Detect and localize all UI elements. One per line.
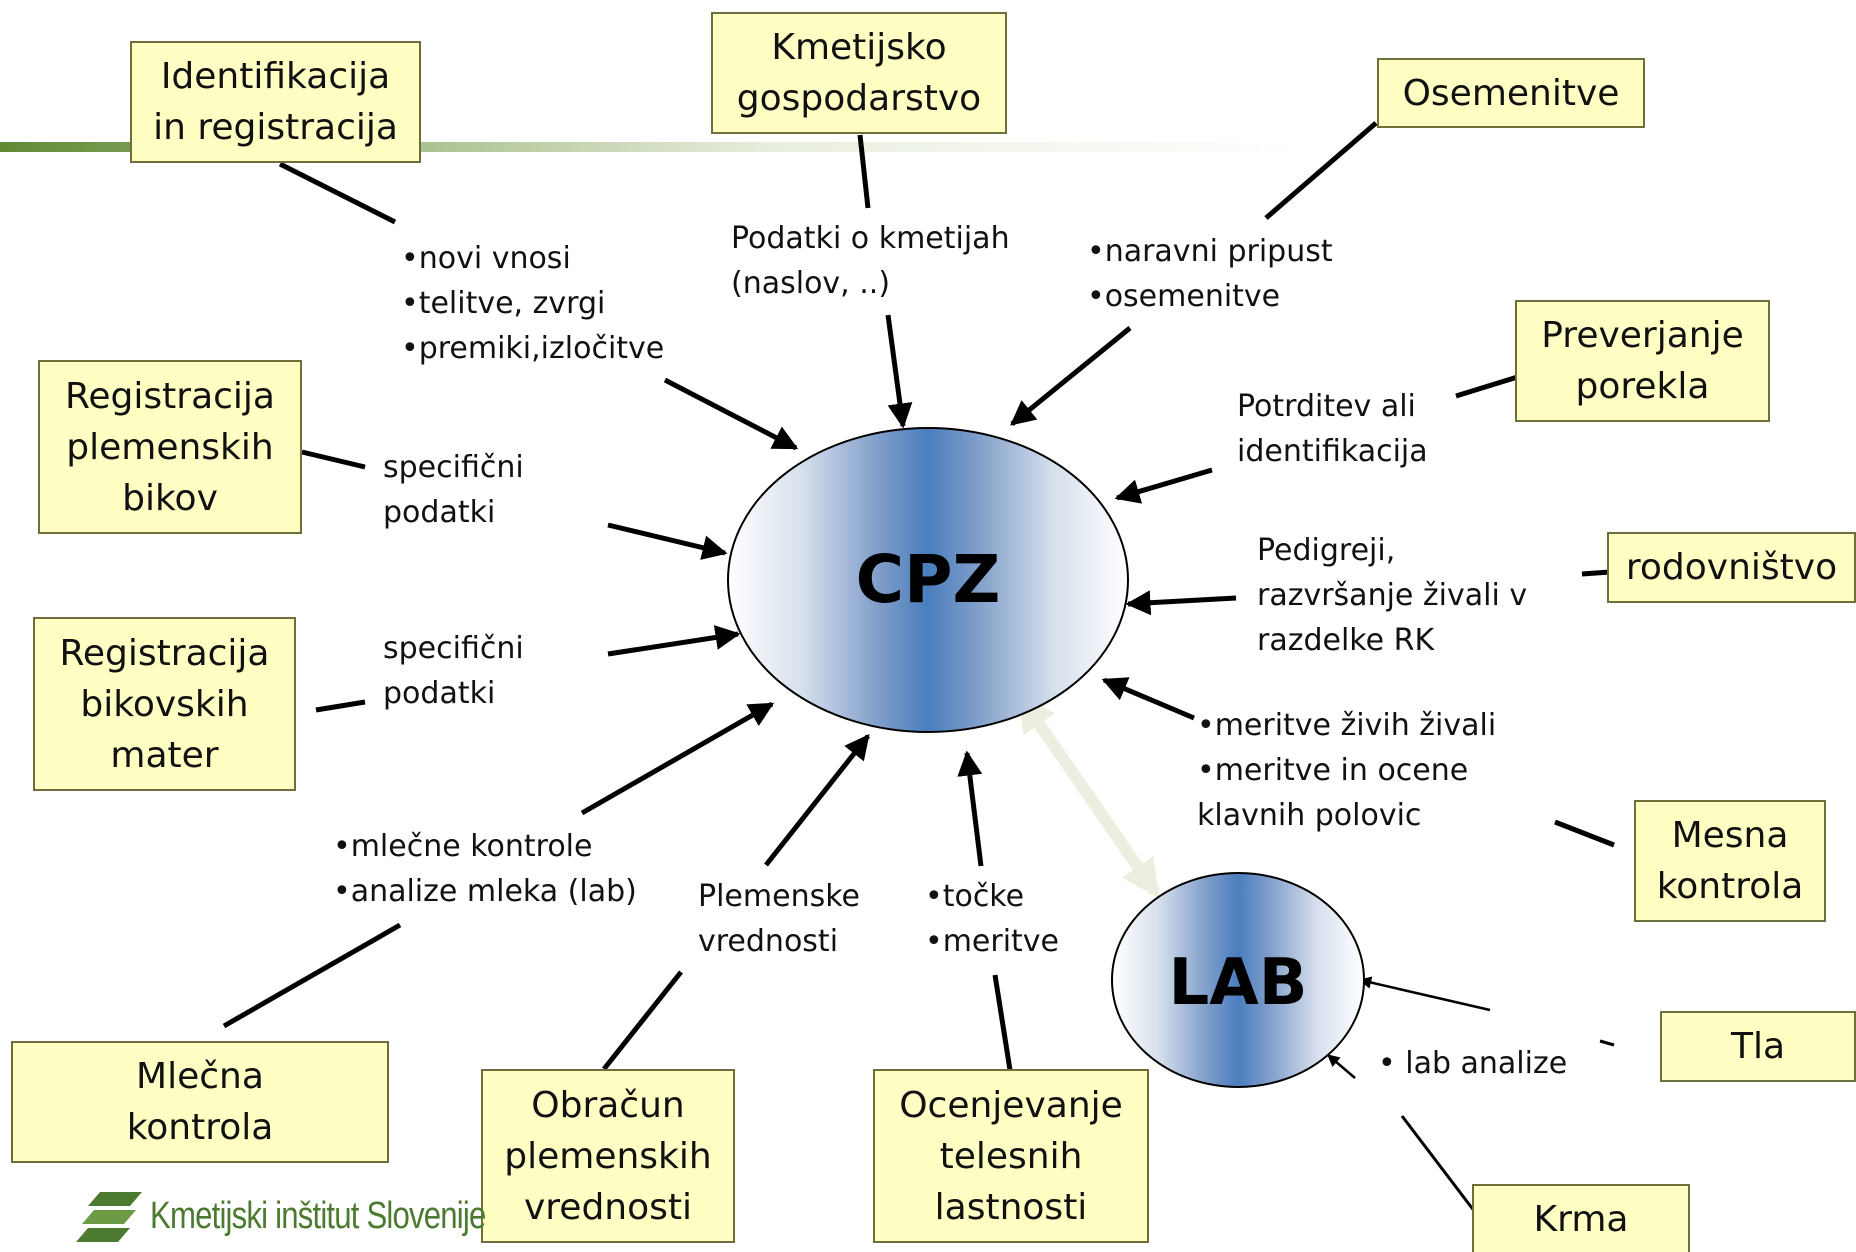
label-kmetije: Podatki o kmetijah (naslov, ..) — [731, 221, 1010, 301]
connector-line — [315, 699, 366, 713]
arrow-to-cpz — [885, 314, 913, 429]
cpz-oval — [727, 427, 1129, 733]
connector-line — [278, 161, 397, 225]
label-tocke: •točke •meritve — [925, 879, 1060, 959]
arrow-to-cpz — [764, 734, 870, 867]
arrow-to-cpz — [1010, 326, 1132, 426]
connector-line — [222, 922, 402, 1029]
arrow-to-cpz — [663, 377, 799, 451]
label-potrditev: Potrditev ali identifikacija — [1237, 389, 1428, 469]
label-specificni-1: specifični podatki — [383, 450, 524, 530]
label-vnosi: •novi vnosi •telitve, zvrgi •premiki,izl… — [401, 241, 665, 366]
arrow-to-cpz — [1114, 467, 1213, 504]
box-krma: Krma — [1472, 1184, 1690, 1252]
logo: Kmetijski inštitut Slovenije — [88, 1183, 559, 1249]
label-pripust: •naravni pripust •osemenitve — [1087, 234, 1333, 314]
arrow-to-cpz — [607, 522, 728, 560]
box-mlecna-kontrola: Mlečna kontrola — [11, 1041, 389, 1163]
connector-line — [1455, 372, 1525, 399]
box-osemenitve: Osemenitve — [1377, 58, 1645, 128]
connector-line — [857, 134, 871, 209]
arrow-to-cpz — [1101, 677, 1195, 721]
arrow-to-cpz — [957, 750, 984, 867]
label-lab-analize: • lab analize — [1378, 1046, 1568, 1081]
label-specificni-2: specifični podatki — [383, 631, 524, 711]
arrow-to-cpz — [1125, 590, 1237, 616]
header-bar — [0, 142, 1300, 152]
logo-text: Kmetijski inštitut Slovenije — [150, 1194, 486, 1237]
lab-oval — [1111, 872, 1365, 1088]
box-identifikacija: Identifikacija in registracija — [130, 41, 421, 163]
box-tla: Tla — [1660, 1011, 1856, 1082]
box-rodovnistvo: rodovništvo — [1607, 532, 1856, 603]
cpz-lab-double-arrow — [1017, 692, 1160, 899]
box-kmetijsko-gospodarstvo: Kmetijsko gospodarstvo — [711, 12, 1007, 134]
connector-line — [992, 974, 1013, 1071]
arrow-to-lab — [1358, 976, 1491, 1012]
box-plemenskih-bikov: Registracija plemenskih bikov — [38, 360, 302, 534]
box-obracun-plemenskih-vrednosti: Obračun plemenskih vrednosti — [481, 1069, 735, 1243]
connector-line — [602, 970, 683, 1071]
lab-label: LAB — [1168, 946, 1308, 1020]
cpz-label: CPZ — [855, 541, 1001, 618]
logo-mark-icon — [76, 1192, 142, 1242]
box-preverjanje-porekla: Preverjanje porekla — [1515, 300, 1770, 422]
box-ocenjevanje-telesnih-lastnosti: Ocenjevanje telesnih lastnosti — [873, 1069, 1149, 1243]
label-pedigreji: Pedigreji, razvršanje živali v razdelke … — [1257, 533, 1528, 658]
label-mlecne: •mlečne kontrole •analize mleka (lab) — [333, 829, 637, 909]
connector-line — [1400, 1115, 1480, 1217]
arrow-to-cpz — [607, 625, 741, 657]
connector-line — [1554, 819, 1615, 848]
arrow-to-lab — [1327, 1054, 1356, 1079]
box-bikovskih-mater: Registracija bikovskih mater — [33, 617, 296, 791]
label-meritve: •meritve živih živali •meritve in ocene … — [1197, 708, 1497, 833]
connector-line — [1599, 1039, 1615, 1047]
connector-line — [301, 449, 366, 470]
arrow-to-cpz — [580, 701, 775, 816]
connector-line — [1581, 569, 1611, 577]
label-plemenske: Plemenske vrednosti — [698, 879, 860, 959]
box-mesna-kontrola: Mesna kontrola — [1634, 800, 1826, 922]
connector-line — [1264, 121, 1378, 220]
